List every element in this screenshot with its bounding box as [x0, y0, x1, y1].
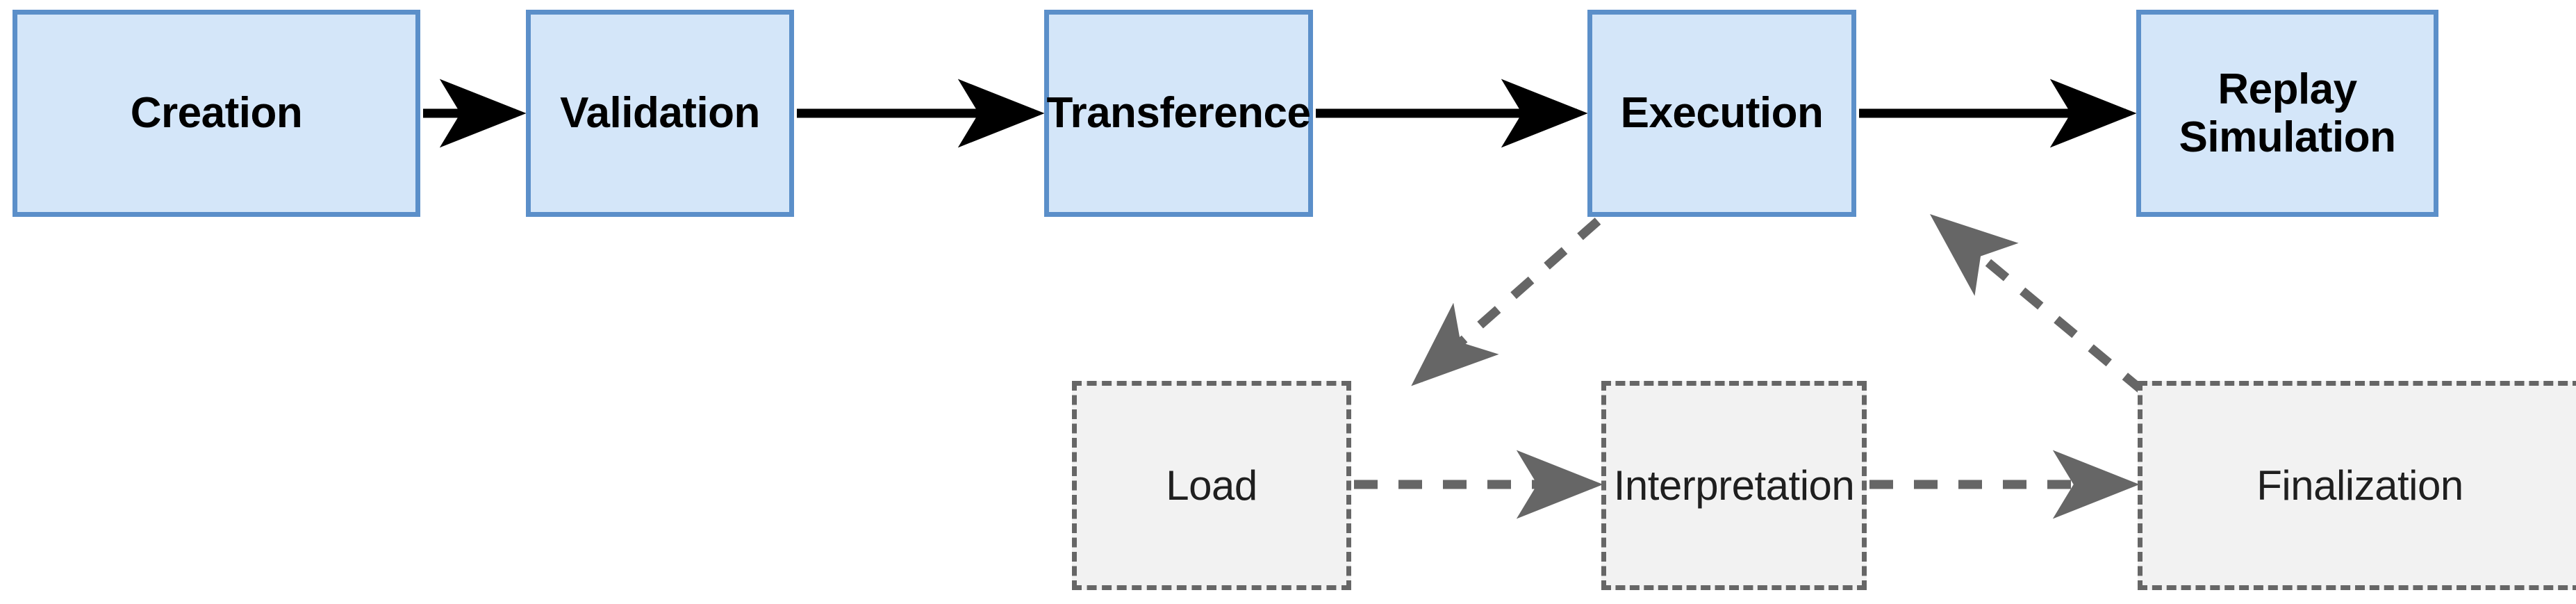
- node-execution-label: Execution: [1620, 89, 1824, 138]
- node-validation[interactable]: Validation: [526, 10, 794, 217]
- edge-execution-to-load: [1411, 218, 1601, 386]
- node-load-label: Load: [1166, 462, 1257, 509]
- node-finalization-label: Finalization: [2256, 462, 2463, 509]
- node-execution[interactable]: Execution: [1587, 10, 1856, 217]
- node-load[interactable]: Load: [1072, 381, 1351, 590]
- node-replay-simulation[interactable]: Replay Simulation: [2136, 10, 2438, 217]
- node-creation-label: Creation: [130, 89, 303, 138]
- node-transference[interactable]: Transference: [1044, 10, 1313, 217]
- node-validation-label: Validation: [560, 89, 760, 138]
- node-transference-label: Transference: [1046, 89, 1312, 138]
- node-interpretation-label: Interpretation: [1613, 462, 1855, 509]
- edge-finalization-to-execution: [1929, 214, 2147, 395]
- node-creation[interactable]: Creation: [13, 10, 420, 217]
- node-replay-simulation-label: Replay Simulation: [2179, 65, 2396, 161]
- node-finalization[interactable]: Finalization: [2138, 381, 2576, 590]
- node-interpretation[interactable]: Interpretation: [1601, 381, 1867, 590]
